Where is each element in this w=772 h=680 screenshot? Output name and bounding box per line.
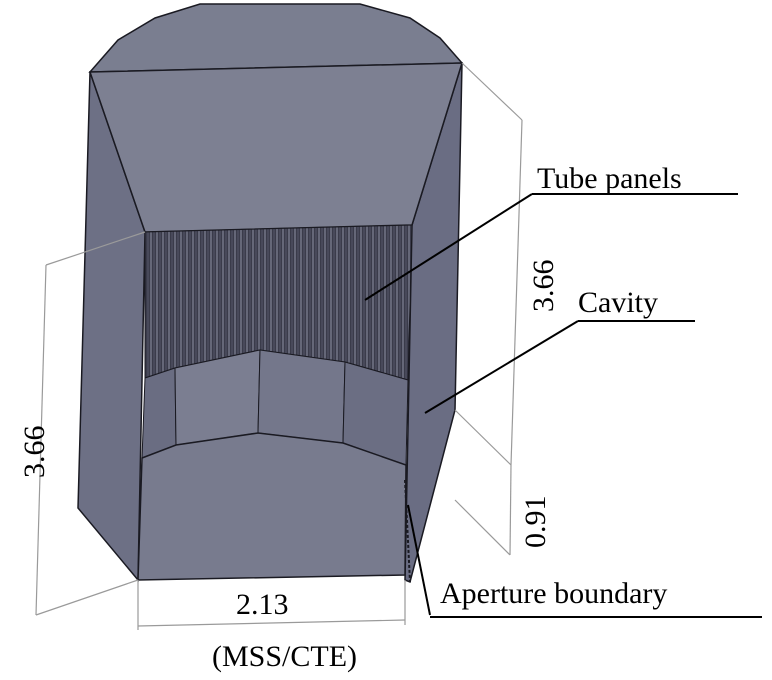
- receiver-body: [77, 3, 464, 584]
- aperture-leader: [407, 504, 431, 616]
- top-face: [88, 62, 464, 233]
- aperture-boundary-label: Aperture boundary: [440, 577, 667, 610]
- inner-face-1: [141, 367, 177, 459]
- cavity-leader: [424, 320, 579, 414]
- dimension-width: 2.13: [236, 588, 289, 621]
- tube-panels-leader: [364, 193, 533, 301]
- leader-lines: [364, 193, 762, 618]
- dimension-left-height: 3.66: [18, 426, 51, 479]
- dimension-lines: [35, 62, 523, 630]
- top-cap: [88, 3, 464, 73]
- cavity-label: Cavity: [578, 286, 658, 319]
- dimension-right-height: 3.66: [527, 260, 560, 313]
- cavity-floor: [137, 432, 407, 581]
- inner-face-3: [257, 349, 346, 444]
- tube-panels-label: Tube panels: [537, 162, 682, 195]
- aperture-edge: [404, 479, 411, 583]
- caption: (MSS/CTE): [212, 640, 357, 673]
- dimension-lip-height: 0.91: [519, 496, 552, 549]
